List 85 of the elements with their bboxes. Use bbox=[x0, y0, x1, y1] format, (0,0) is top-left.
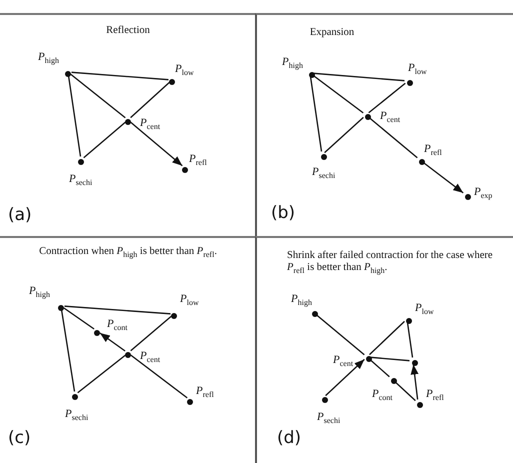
point-label: P$_{high}$ bbox=[29, 286, 50, 300]
point-dot bbox=[309, 72, 315, 78]
point-dot bbox=[391, 378, 397, 384]
point-dot bbox=[365, 114, 371, 120]
point-label: P$_{cent}$ bbox=[380, 111, 400, 124]
point-dot bbox=[94, 330, 100, 336]
line bbox=[394, 380, 416, 402]
line bbox=[368, 82, 406, 114]
point-dot bbox=[125, 119, 131, 125]
line bbox=[64, 306, 171, 314]
line bbox=[406, 322, 414, 358]
point-label: P$_{cent}$ bbox=[140, 118, 160, 132]
point-dot bbox=[125, 352, 131, 358]
line bbox=[315, 314, 365, 356]
point-dot bbox=[412, 360, 418, 366]
panel-title: Reflection bbox=[105, 25, 151, 38]
point-label: P$_{cont}$ bbox=[107, 319, 128, 332]
line bbox=[130, 316, 172, 352]
line bbox=[369, 320, 405, 356]
point-dot bbox=[321, 154, 327, 160]
point-label: P$_{cent}$ bbox=[333, 355, 354, 368]
diagram-panel bbox=[255, 236, 513, 463]
point-dot bbox=[419, 159, 425, 165]
panel-title: Shrink after failed contraction for the case where P$_{refl}$ is better than P$_{high}$. bbox=[287, 250, 494, 274]
point-label: P$_{sechi}$ bbox=[65, 409, 88, 422]
point-label: P$_{sechi}$ bbox=[317, 412, 340, 426]
point-dot bbox=[78, 159, 84, 165]
point-dot bbox=[312, 311, 318, 317]
panel-letter: (a) bbox=[8, 205, 32, 225]
point-dot bbox=[187, 399, 193, 405]
point-label: P$_{low}$ bbox=[415, 303, 434, 316]
line bbox=[77, 354, 126, 394]
point-label: P$_{refl}$ bbox=[426, 389, 444, 402]
point-label: P$_{high}$ bbox=[38, 52, 59, 66]
line bbox=[68, 75, 82, 157]
line bbox=[369, 358, 390, 378]
diagram-panel bbox=[255, 13, 513, 237]
point-label: P$_{high}$ bbox=[282, 57, 303, 70]
line bbox=[324, 116, 364, 154]
point-label: P$_{low}$ bbox=[408, 63, 427, 76]
point-label: P$_{exp}$ bbox=[474, 187, 492, 200]
line bbox=[130, 354, 188, 398]
line bbox=[312, 74, 364, 114]
line bbox=[70, 74, 126, 118]
point-label: P$_{cont}$ bbox=[372, 389, 393, 402]
line bbox=[313, 72, 405, 82]
point-dot bbox=[417, 402, 423, 408]
arrow bbox=[130, 122, 183, 166]
panel-title: Expansion bbox=[308, 27, 356, 40]
point-label: P$_{sechi}$ bbox=[69, 174, 92, 188]
point-dot bbox=[322, 397, 328, 403]
point-dot bbox=[65, 71, 71, 77]
line bbox=[83, 122, 126, 158]
line bbox=[71, 72, 169, 80]
point-label: P$_{high}$ bbox=[291, 294, 312, 308]
point-label: P$_{refl}$ bbox=[196, 386, 214, 400]
line bbox=[370, 356, 410, 362]
point-dot bbox=[171, 313, 177, 319]
point-dot bbox=[182, 167, 188, 173]
point-label: P$_{low}$ bbox=[175, 64, 194, 78]
line bbox=[310, 76, 322, 152]
point-dot bbox=[406, 318, 412, 324]
point-dot bbox=[407, 80, 413, 86]
panel-title: Contraction when P$_{high}$ is better than P$_{refl}$. bbox=[38, 246, 218, 258]
line bbox=[60, 309, 76, 392]
arrow bbox=[325, 358, 365, 396]
arrow bbox=[422, 162, 464, 194]
point-label: P$_{refl}$ bbox=[424, 144, 442, 158]
point-label: P$_{refl}$ bbox=[189, 154, 207, 168]
line bbox=[64, 307, 94, 330]
point-label: P$_{low}$ bbox=[180, 294, 199, 308]
point-dot bbox=[465, 194, 471, 200]
point-dot bbox=[366, 356, 372, 362]
point-dot bbox=[58, 305, 64, 311]
arrow bbox=[100, 332, 126, 352]
panel-letter: (b) bbox=[271, 203, 296, 223]
line bbox=[130, 82, 170, 118]
point-label: P$_{sechi}$ bbox=[312, 167, 336, 180]
point-label: P$_{cent}$ bbox=[140, 351, 160, 364]
arrow bbox=[410, 364, 419, 400]
point-dot bbox=[169, 79, 175, 85]
panel-letter: (d) bbox=[277, 428, 302, 448]
line bbox=[368, 116, 418, 158]
point-dot bbox=[72, 394, 78, 400]
panel-letter: (c) bbox=[8, 428, 31, 448]
